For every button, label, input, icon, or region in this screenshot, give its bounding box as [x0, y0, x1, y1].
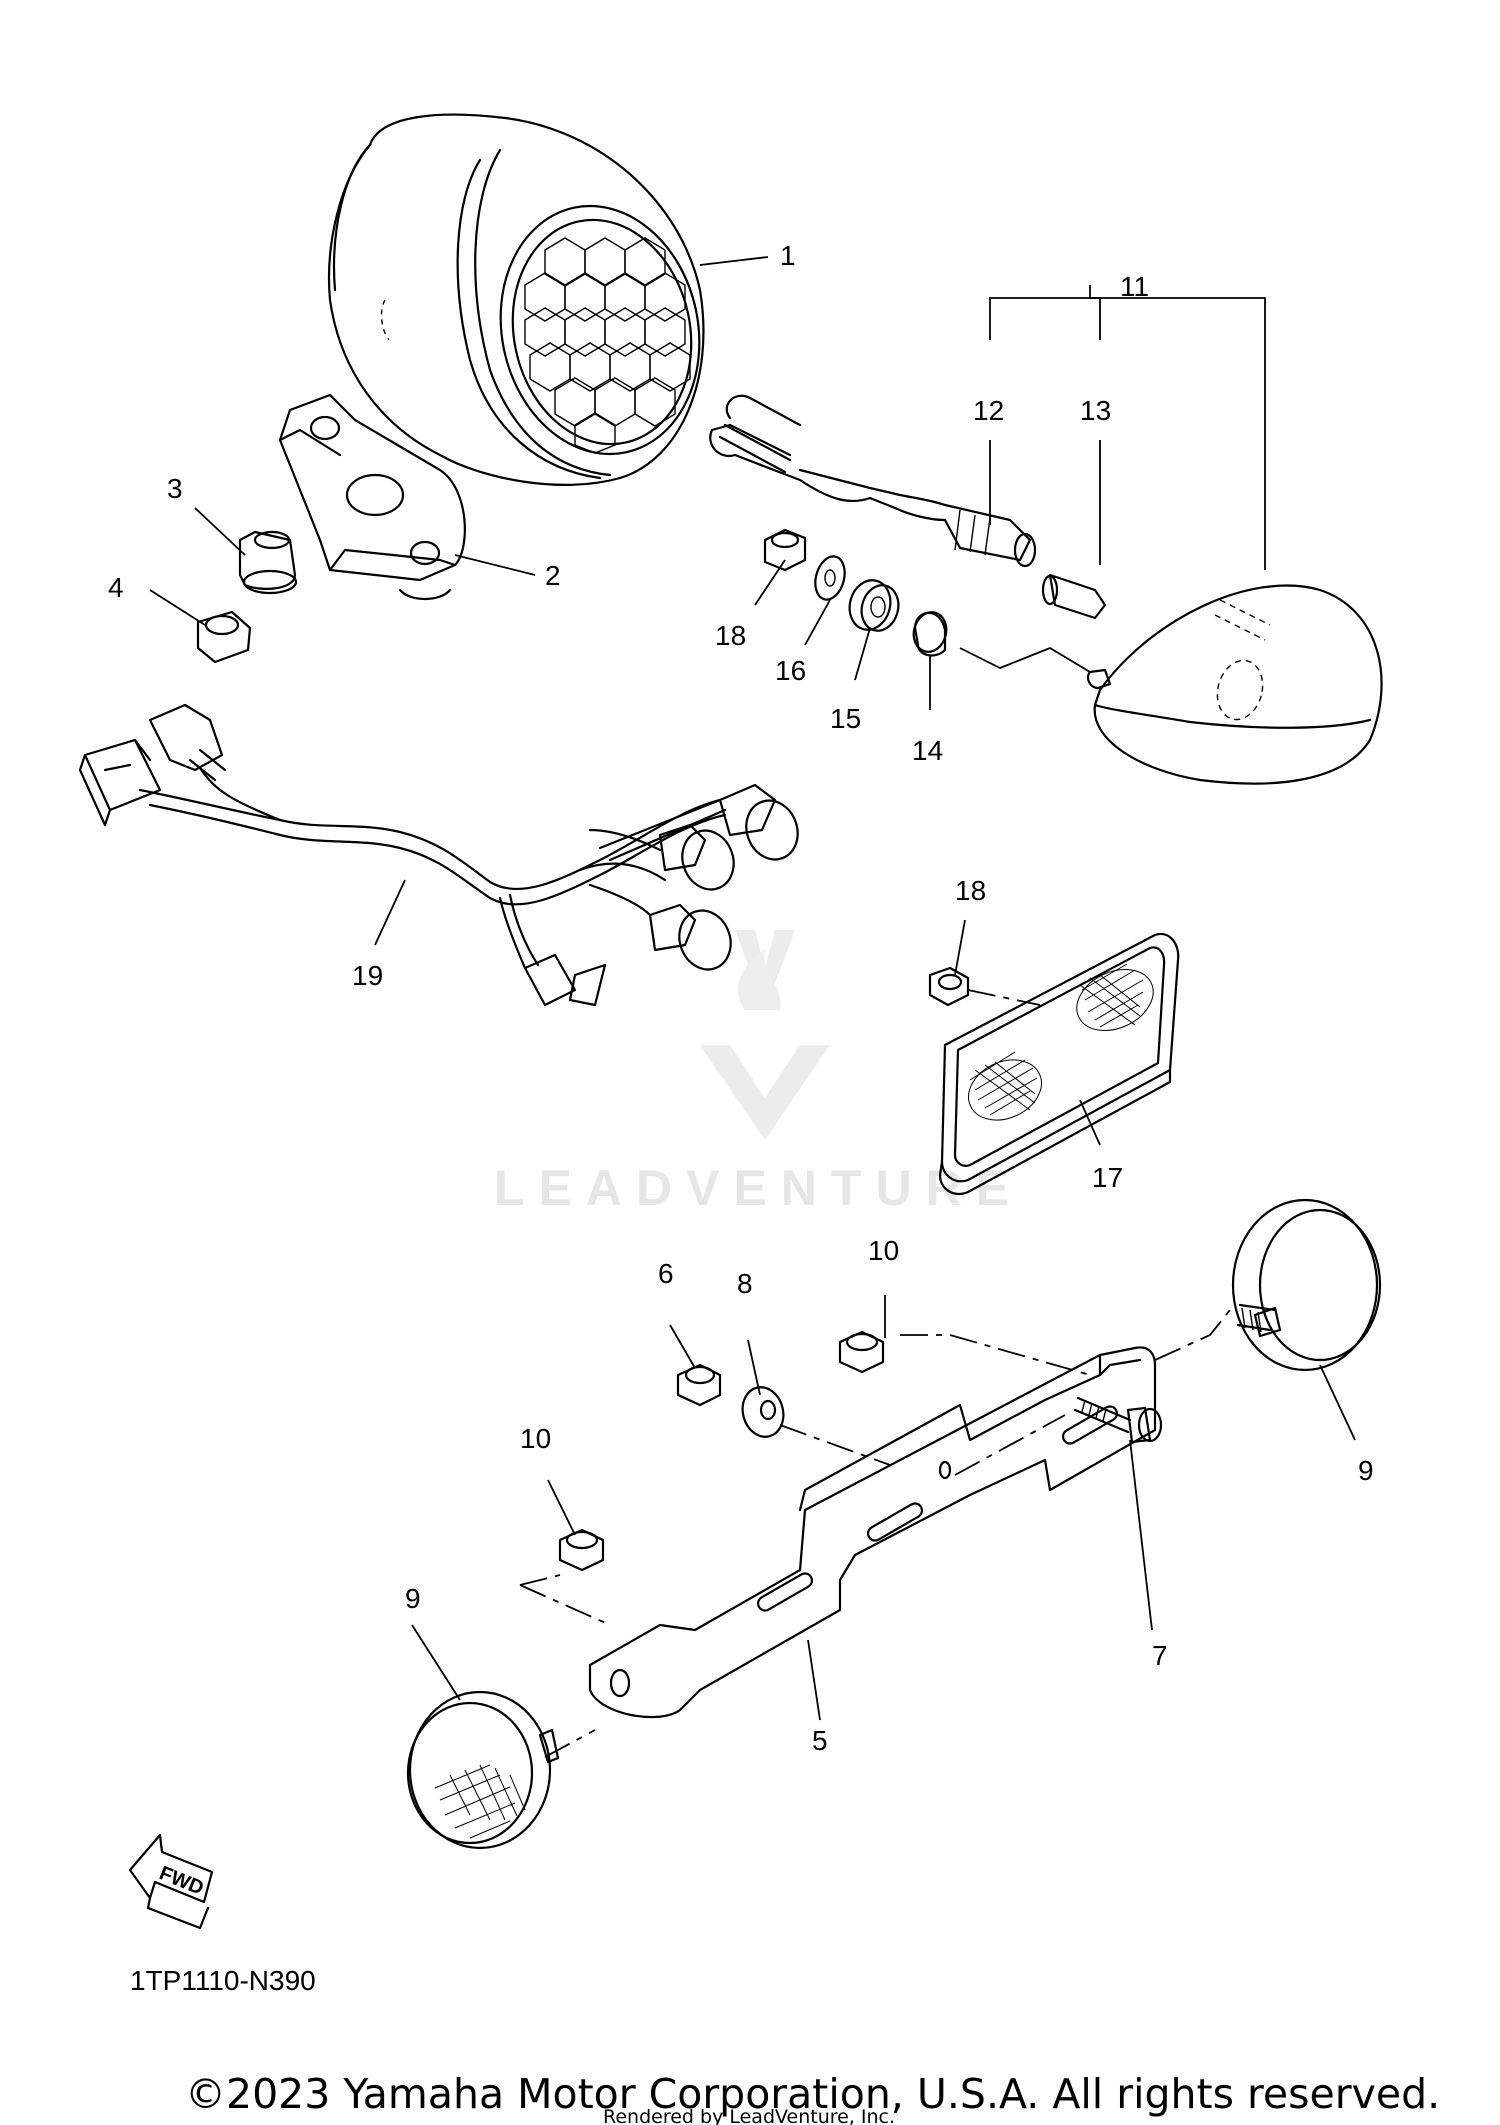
fwd-arrow-icon: FWD [128, 1833, 214, 1930]
callout-5: 5 [812, 1725, 828, 1756]
leadventure-logo-icon [700, 930, 830, 1140]
bolt-7 [1073, 1396, 1163, 1444]
turn-signal-housing [1086, 584, 1383, 785]
headlight [327, 113, 705, 486]
callout-16: 16 [775, 655, 806, 686]
callout-1: 1 [780, 240, 796, 271]
grommet-15 [848, 579, 900, 632]
rendered-by-text: Rendered by LeadVenture, Inc. [603, 2106, 895, 2125]
marker-light-left [406, 1690, 560, 1850]
nut-10-lower [558, 1528, 605, 1572]
callout-19: 19 [352, 960, 383, 991]
callout-10-lower: 10 [520, 1423, 551, 1454]
callout-9-left: 9 [405, 1583, 421, 1614]
callout-9-right: 9 [1358, 1455, 1374, 1486]
washer-16 [814, 555, 846, 601]
reflector-bracket [588, 1346, 1157, 1719]
callout-18-top: 18 [715, 620, 746, 651]
callout-3: 3 [167, 473, 183, 504]
reference-code: 1TP1110-N390 [130, 1965, 316, 1996]
callout-8: 8 [737, 1268, 753, 1299]
callout-7: 7 [1152, 1640, 1168, 1671]
callout-10-upper: 10 [868, 1235, 899, 1266]
nut-6 [676, 1363, 722, 1407]
nut-4 [196, 610, 252, 664]
callout-2: 2 [545, 560, 561, 591]
callout-18-reflector: 18 [955, 875, 986, 906]
nut-18-top [763, 528, 807, 572]
callout-12: 12 [973, 395, 1004, 426]
callout-14: 14 [912, 735, 943, 766]
callout-6: 6 [658, 1258, 674, 1289]
headlight-bracket [278, 393, 466, 601]
collar [238, 530, 298, 595]
leader-lines [149, 256, 1356, 1721]
callout-15: 15 [830, 703, 861, 734]
callout-13: 13 [1080, 395, 1111, 426]
copyright-text: ©2023 Yamaha Motor Corporation, U.S.A. A… [185, 2070, 1440, 2118]
callout-11: 11 [1120, 271, 1149, 302]
wire-harness [78, 703, 799, 1007]
nut-10-upper [838, 1330, 885, 1374]
callout-4: 4 [108, 572, 124, 603]
callout-17: 17 [1092, 1162, 1123, 1193]
collar-14 [912, 611, 948, 657]
watermark-text: LEADVENTURE [494, 1160, 1023, 1216]
marker-light-right [1231, 1198, 1382, 1372]
nut-18-reflector [928, 966, 970, 1007]
washer-8 [741, 1386, 785, 1438]
turn-signal-wire [709, 423, 1107, 620]
bulb-socket [725, 394, 802, 427]
reflector [938, 932, 1180, 1196]
